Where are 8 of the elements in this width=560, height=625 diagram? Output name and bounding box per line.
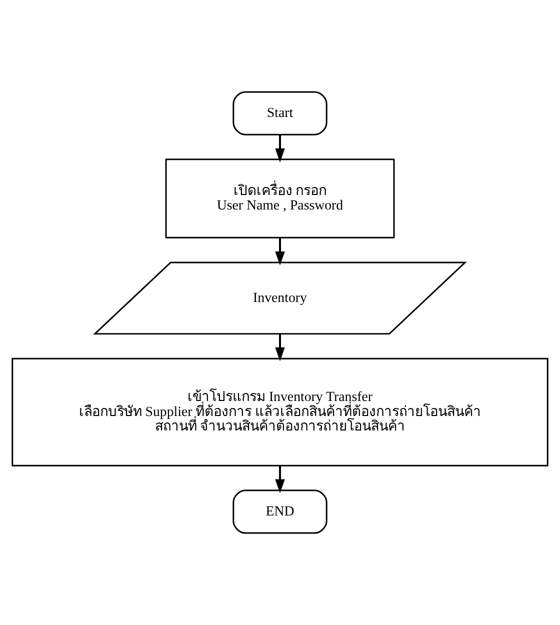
arrow	[275, 466, 285, 494]
node-box: END	[232, 490, 328, 534]
arrow	[275, 334, 285, 362]
node-box: Start	[232, 91, 328, 136]
arrow	[275, 134, 285, 162]
node-box: เปิดเครื่อง กรอก User Name , Password	[165, 158, 395, 238]
node-box: เข้าโปรแกรม Inventory Transfer เลือกบริษัท Supplier ที่ต้องการ แล้วเลือกสินค้าที่ต้องการถ่ายโอนสินค้า สถานที่ จำนวนสินค้าต้องการถ่ายโอนสินค้า	[12, 358, 548, 466]
arrow	[275, 238, 285, 266]
